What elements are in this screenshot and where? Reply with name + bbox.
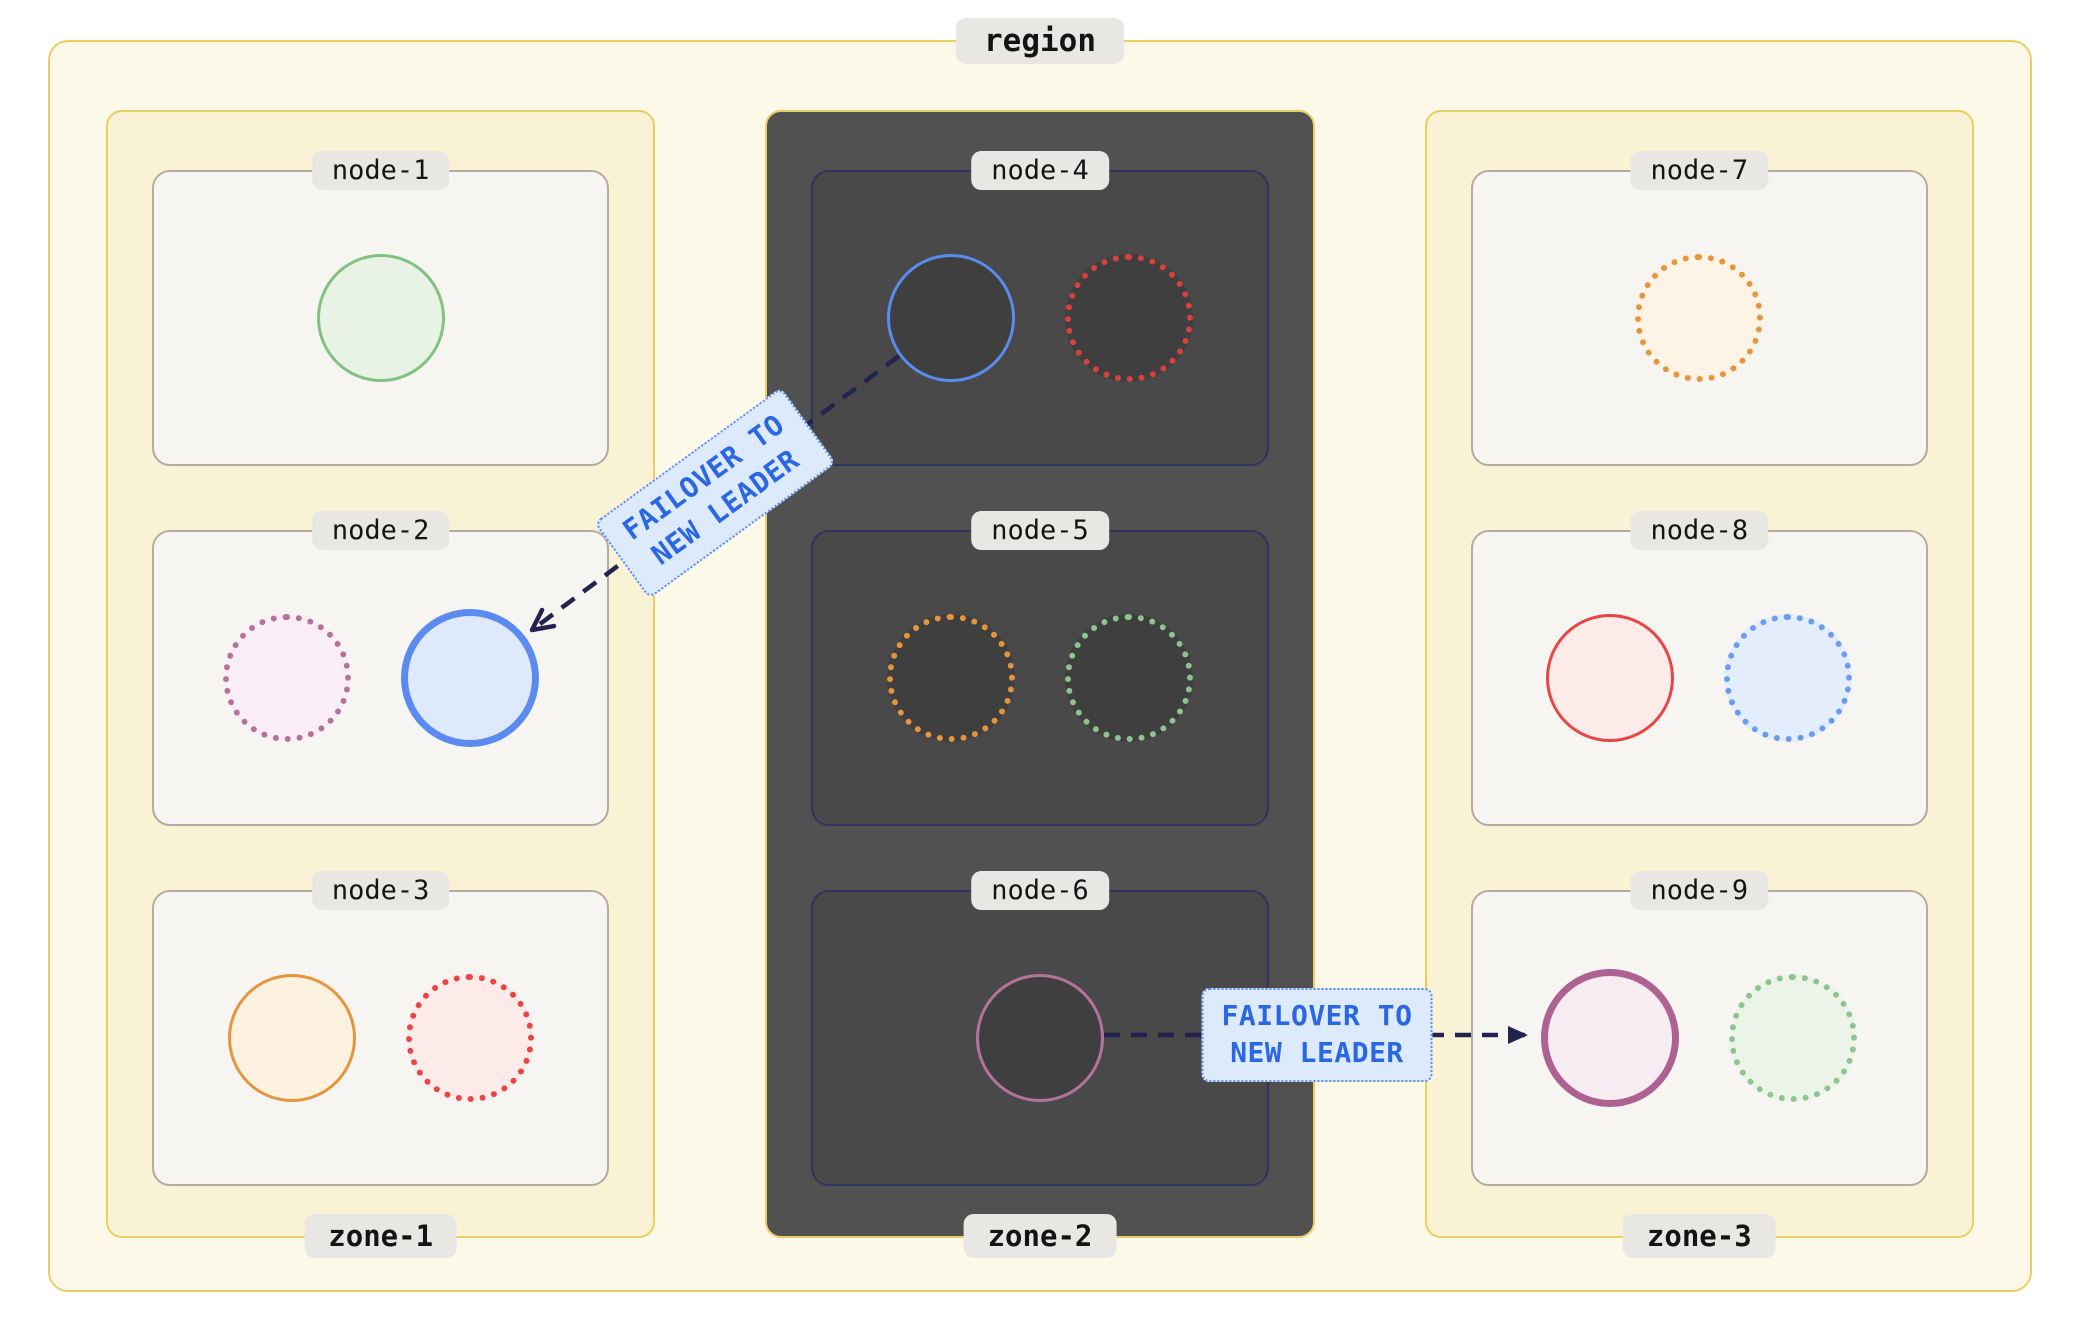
leader-replica-circle [400, 609, 539, 747]
node-8-label: node-8 [1630, 511, 1769, 550]
leader-replica-circle [1541, 969, 1680, 1107]
replica-circle [1064, 614, 1193, 742]
annotation-text-line: NEW LEADER [1230, 1036, 1404, 1069]
zone-3-nodes: node-7 node-8 node-9 [1470, 151, 1928, 1186]
node-3-label: node-3 [311, 871, 450, 910]
failover-annotation-2: FAILOVER TO NEW LEADER [1201, 988, 1433, 1082]
node-5-label: node-5 [971, 511, 1109, 550]
node-6-label: node-6 [971, 871, 1109, 910]
replica-circle [886, 614, 1015, 742]
zones-row: node-1 node-2 node-3 zone-1 [106, 110, 1974, 1258]
node-5-box: node-5 [811, 511, 1269, 826]
annotation-text-line: FAILOVER TO [1221, 999, 1413, 1033]
replica-circle [316, 254, 445, 382]
region-box: region node-1 node-2 node-3 [48, 18, 2032, 1292]
node-7-label: node-7 [1630, 151, 1769, 190]
node-7-box: node-7 [1470, 151, 1928, 466]
node-1-label: node-1 [311, 151, 450, 190]
node-1-box: node-1 [152, 151, 610, 466]
zone-3-box: node-7 node-8 node-9 zone-3 [1424, 110, 1974, 1258]
replica-circle [227, 974, 356, 1102]
replica-circle [886, 254, 1015, 382]
replica-circle [1635, 254, 1764, 382]
zone-1-box: node-1 node-2 node-3 zone-1 [106, 110, 656, 1258]
replica-circle [1729, 974, 1858, 1102]
node-4-box: node-4 [811, 151, 1269, 466]
zone-2-label: zone-2 [963, 1214, 1117, 1258]
replica-circle [405, 974, 534, 1102]
zone-1-nodes: node-1 node-2 node-3 [152, 151, 610, 1186]
replica-circle [975, 974, 1104, 1102]
node-2-label: node-2 [311, 511, 450, 550]
node-3-box: node-3 [152, 871, 610, 1186]
node-4-label: node-4 [971, 151, 1109, 190]
node-8-box: node-8 [1470, 511, 1928, 826]
node-6-box: node-6 [811, 871, 1269, 1186]
zone-1-label: zone-1 [304, 1214, 458, 1258]
replica-circle [1724, 614, 1853, 742]
node-9-label: node-9 [1630, 871, 1769, 910]
node-2-box: node-2 [152, 511, 610, 826]
node-9-box: node-9 [1470, 871, 1928, 1186]
replica-circle [222, 614, 351, 742]
region-label: region [956, 18, 1124, 64]
zone-2-nodes: node-4 node-5 node-6 [811, 151, 1269, 1186]
replica-circle [1546, 614, 1675, 742]
replica-circle [1064, 254, 1193, 382]
zone-3-label: zone-3 [1622, 1214, 1776, 1258]
